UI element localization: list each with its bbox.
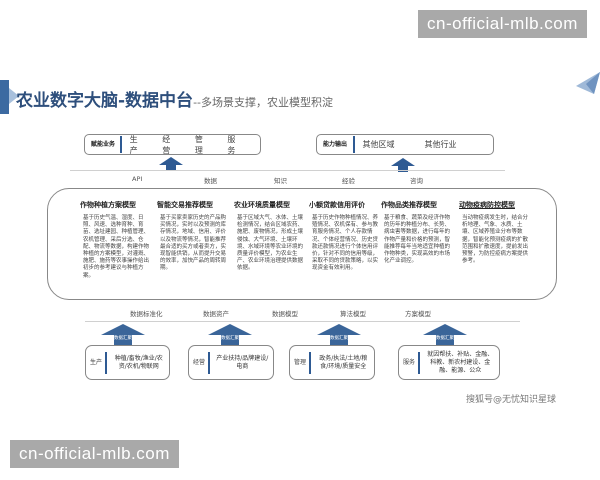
source-box-management: 管理 政务/执法/土地/粮食/环境/质量安全: [289, 345, 375, 380]
source-text: 种植/畜牧/渔业/农资/农机/物联网: [114, 354, 163, 370]
service-label: API: [132, 175, 143, 183]
up-arrow-icon: [159, 157, 183, 165]
watermark-bottom: cn-official-mlb.com: [10, 440, 179, 468]
title-triangle-icon: [9, 88, 19, 104]
up-arrow-stem: [398, 166, 408, 172]
model-card: 作物种植方案模型 基于历史气温、湿度、日照、风速、选种育种、育苗、选址建园、种植…: [80, 200, 152, 280]
source-label: 经营: [193, 359, 206, 366]
model-desc: 基于买家卖家历史的产品购买情况，实时以及预测的库存情况，地域、信用、评价以及物流…: [160, 215, 227, 272]
service-layer-line: [70, 170, 505, 171]
model-desc: 基于粮食、蔬菜及经济作物的历年的种植分布、长势、病虫害等数据，进行每年的作物产量…: [384, 215, 451, 265]
title-subtitle: --多场景支撑，农业模型积淀: [193, 96, 334, 109]
source-text: 就因帮扶、补贴、金融、科教、新农村建设、金融、能源、公众: [427, 350, 494, 374]
model-desc: 当动物疫病发生时，结合分析地理、气象、水质、土壤、区域养殖业分布等数据，智能化预…: [462, 215, 529, 265]
service-label: 咨询: [410, 177, 423, 185]
up-arrow-stem: [166, 165, 176, 171]
divider: [353, 136, 355, 153]
model-title: 动物疫病防控模型: [459, 201, 515, 209]
page-title: 农业数字大脑-数据中台--多场景支撑，农业模型积淀: [16, 86, 333, 111]
source-credit: 搜狐号@无忧知识星球: [466, 395, 557, 405]
divider: [105, 351, 107, 374]
divider: [309, 351, 311, 374]
paper-plane-icon: [576, 72, 600, 94]
model-title: 农业环境质量模型: [234, 201, 290, 209]
enable-business-box: 赋能业务 生产 经营 管理 服务: [84, 134, 261, 155]
output-item: 其他行业: [424, 140, 457, 149]
source-text: 产业扶持/品牌建设/电商: [216, 354, 269, 370]
business-item: 经营: [162, 134, 171, 155]
watermark-top: cn-official-mlb.com: [418, 10, 587, 38]
service-label: 数据: [204, 177, 217, 185]
up-arrow-icon: [391, 158, 415, 166]
model-card: 小额贷款信用评价 基于历史作物种植情况、养殖情况、农机保有、参与教育服务情况、个…: [309, 200, 381, 273]
business-item: 服务: [227, 134, 236, 155]
source-box-production: 生产 种植/畜牧/渔业/农资/农机/物联网: [85, 345, 170, 380]
divider: [418, 351, 420, 374]
title-main: 农业数字大脑-数据中台: [16, 91, 194, 111]
business-item: 生产: [129, 134, 138, 155]
enable-business-label: 赋能业务: [91, 141, 116, 148]
source-box-operation: 经营 产业扶持/品牌建设/电商: [188, 345, 274, 380]
model-title: 智能交易推荐模型: [157, 201, 213, 209]
model-card: 智能交易推荐模型 基于买家卖家历史的产品购买情况，实时以及预测的库存情况，地域、…: [157, 200, 229, 273]
capability-output-label: 能力输出: [323, 141, 348, 148]
business-item: 管理: [194, 134, 203, 155]
service-label: 经验: [342, 177, 355, 185]
title-accent-bar: [0, 80, 9, 114]
data-layer-label: 数据标准化: [130, 310, 163, 318]
data-layer-label: 算法模型: [340, 310, 366, 318]
model-title: 小额贷款信用评价: [309, 201, 365, 209]
model-desc: 基于历史气温、湿度、日照、风速、选种育种、育苗、选址建园、种植管理、农机管理、采…: [83, 215, 150, 279]
divider: [120, 136, 122, 153]
source-label: 管理: [294, 359, 307, 366]
data-layer-label: 数据模型: [272, 310, 298, 318]
output-item: 其他区域: [362, 140, 395, 149]
service-label: 知识: [274, 177, 287, 185]
model-card: 动物疫病防控模型 当动物疫病发生时，结合分析地理、气象、水质、土壤、区域养殖业分…: [459, 200, 531, 265]
model-desc: 基于历史作物种植情况、养殖情况、农机保有、参与教育服务情况、个人存款情况、个体经…: [312, 215, 379, 272]
model-title: 作物品类推荐模型: [381, 201, 437, 209]
models-container: [47, 188, 557, 300]
source-text: 政务/执法/土地/粮食/环境/质量安全: [319, 354, 368, 370]
source-box-service: 服务 就因帮扶、补贴、金融、科教、新农村建设、金融、能源、公众: [398, 345, 500, 380]
source-label: 生产: [90, 359, 103, 366]
divider: [208, 351, 210, 374]
model-card: 作物品类推荐模型 基于粮食、蔬菜及经济作物的历年的种植分布、长势、病虫害等数据，…: [381, 200, 453, 265]
data-layer-label: 数据资产: [203, 310, 229, 318]
model-title: 作物种植方案模型: [80, 201, 136, 209]
data-layer-label: 方案模型: [405, 310, 431, 318]
model-card: 农业环境质量模型 基于区域大气、水体、土壤检测情况，结合区域农药、施肥、废物情况…: [234, 200, 306, 273]
model-desc: 基于区域大气、水体、土壤检测情况，结合区域农药、施肥、废物情况，形成土壤侵蚀、大…: [237, 215, 304, 272]
data-layer-line: [85, 321, 520, 322]
capability-output-box: 能力输出 其他区域 其他行业: [316, 134, 494, 155]
source-label: 服务: [403, 359, 416, 366]
